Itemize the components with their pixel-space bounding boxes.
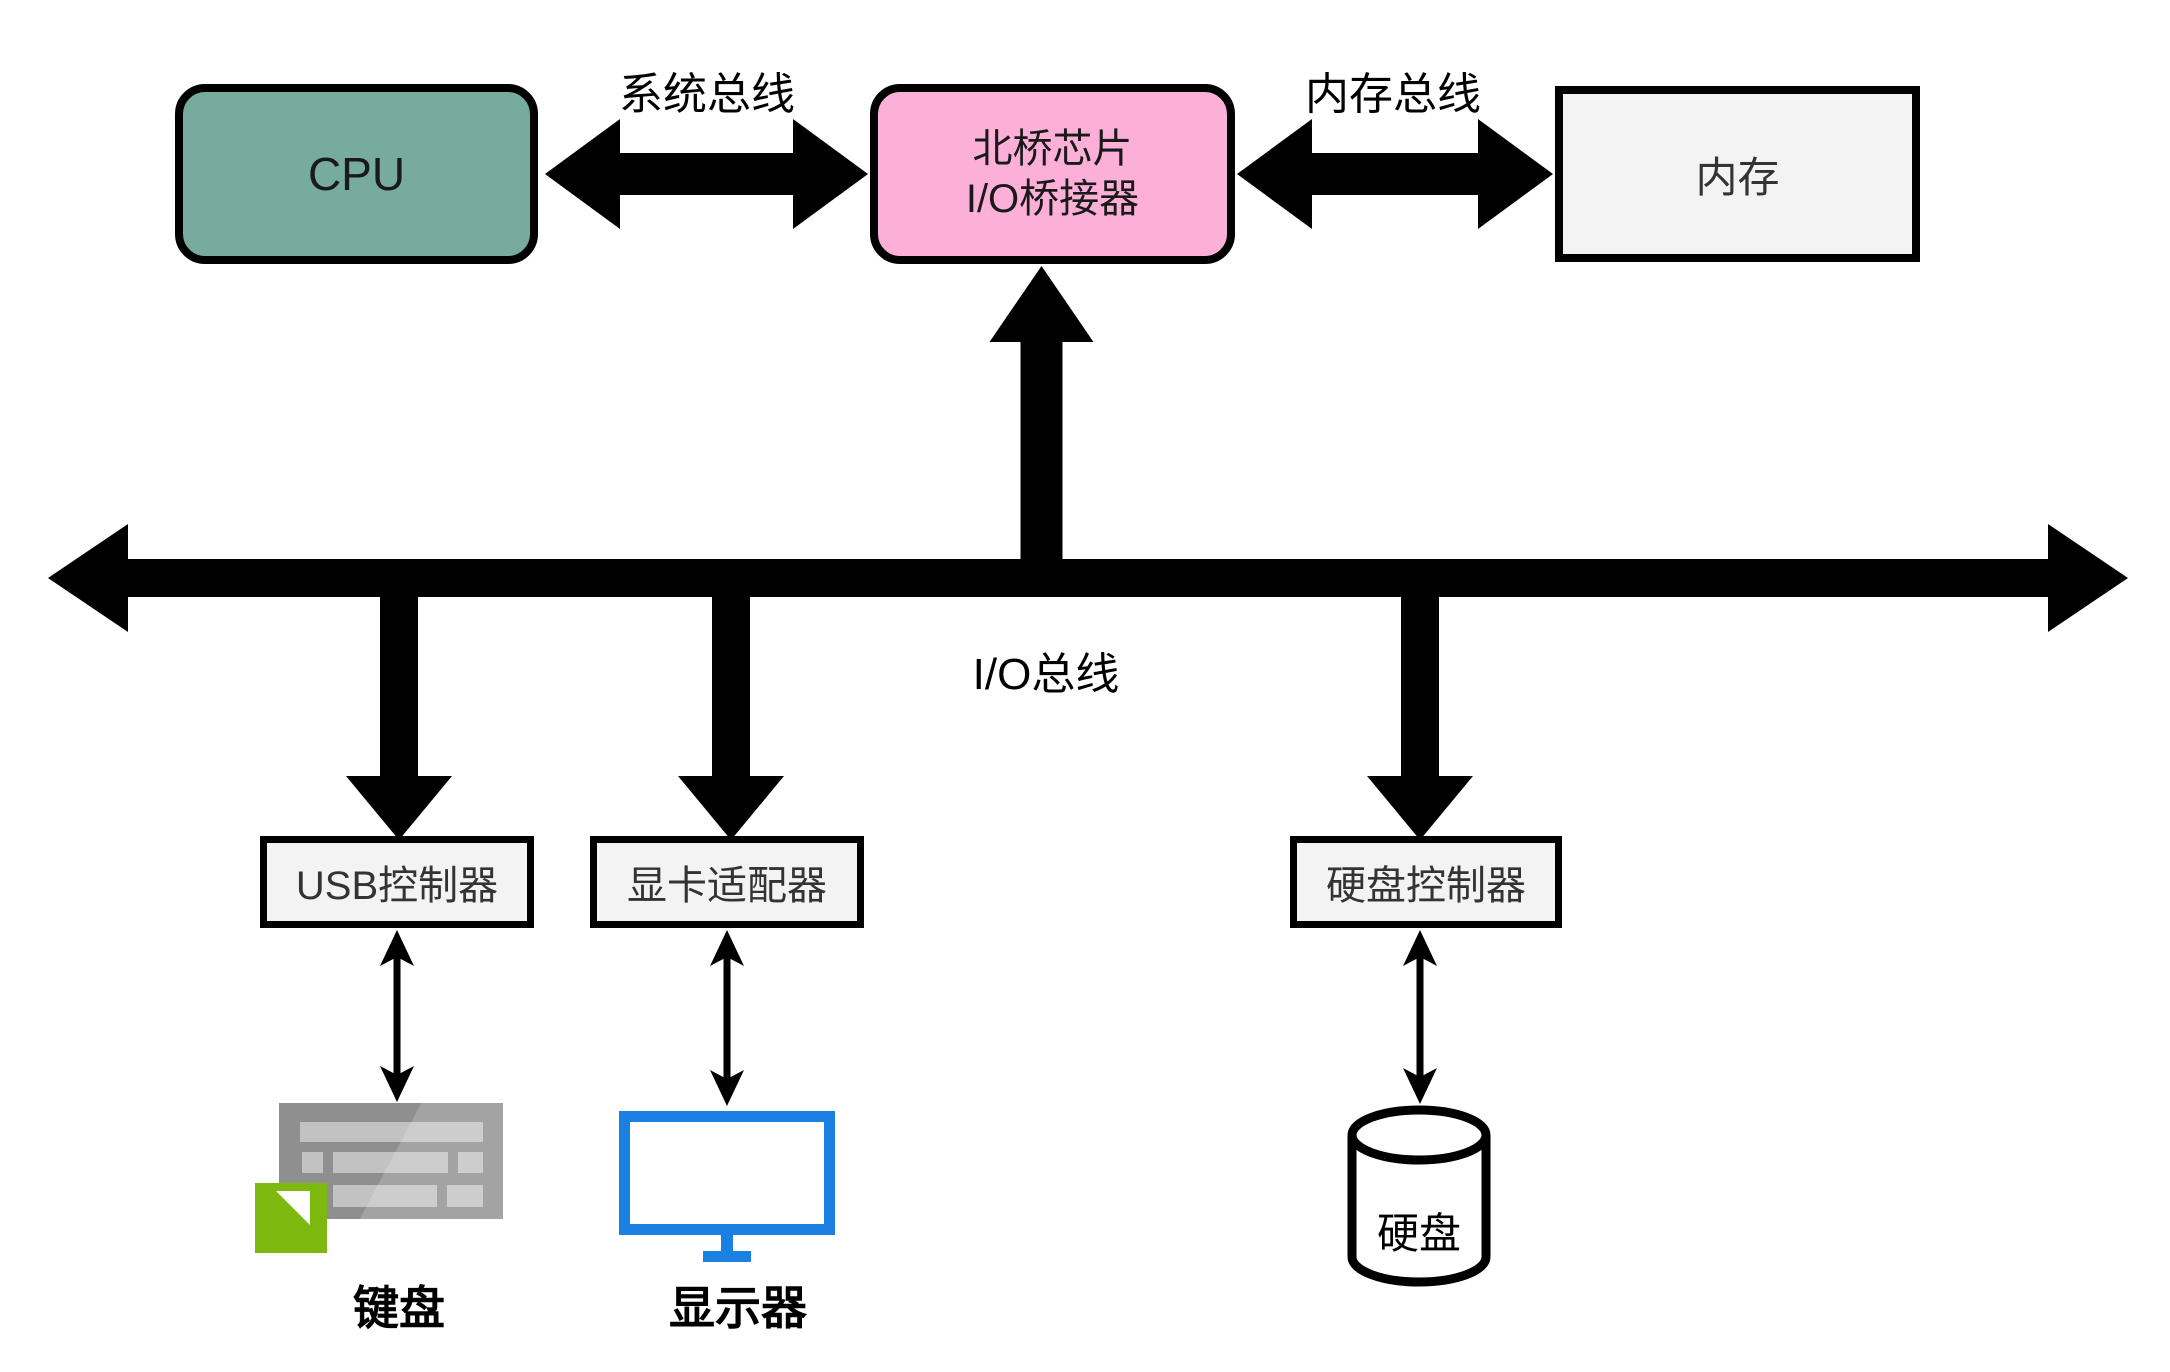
- northbridge-node: 北桥芯片 I/O桥接器: [870, 84, 1235, 264]
- gpu-adapter-node: 显卡适配器: [590, 836, 864, 928]
- io-bus-arrow: [48, 524, 2128, 632]
- disk-controller-disk-link-arrow: [1403, 930, 1437, 1104]
- memory-bus-label: 内存总线: [1305, 70, 1481, 119]
- usb-controller-node: USB控制器: [260, 836, 534, 928]
- disk-label: 硬盘: [1376, 1210, 1462, 1257]
- memory-label: 内存: [1695, 153, 1780, 201]
- disk-drop-arrow: [1367, 578, 1473, 840]
- northbridge-io-connector-arrow: [989, 266, 1094, 597]
- usb-controller-label: USB控制器: [295, 864, 499, 908]
- gpu-adapter-label: 显卡适配器: [627, 864, 827, 908]
- disk-controller-node: 硬盘控制器: [1290, 836, 1562, 928]
- gpu-monitor-link-arrow: [710, 930, 744, 1106]
- keyboard-key: [333, 1185, 437, 1207]
- northbridge-label-line1: 北桥芯片: [972, 127, 1133, 171]
- keyboard-label: 键盘: [353, 1282, 445, 1334]
- northbridge-label-line2: I/O桥接器: [965, 177, 1140, 221]
- keyboard-key: [302, 1152, 323, 1173]
- gpu-drop-arrow: [678, 578, 784, 840]
- monitor-stand-stem: [721, 1233, 733, 1255]
- cpu-node: CPU: [175, 84, 538, 264]
- memory-bus-arrow: [1237, 119, 1553, 229]
- keyboard-icon: [279, 1103, 503, 1219]
- disk-controller-label: 硬盘控制器: [1326, 864, 1526, 908]
- monitor-icon: [619, 1111, 835, 1235]
- monitor-label: 显示器: [669, 1282, 807, 1334]
- system-bus-label: 系统总线: [619, 70, 795, 119]
- usb-drop-arrow: [346, 578, 452, 840]
- monitor-stand-base: [703, 1251, 751, 1262]
- keyboard-key: [300, 1122, 483, 1142]
- io-bus-label: I/O总线: [972, 650, 1120, 699]
- disk-cylinder-icon: [1347, 1105, 1491, 1287]
- keyboard-key: [333, 1152, 448, 1173]
- cpu-label: CPU: [307, 148, 406, 200]
- keyboard-key: [458, 1152, 483, 1173]
- usb-keyboard-link-arrow: [380, 930, 414, 1102]
- keyboard-badge-icon: [255, 1183, 327, 1253]
- badge-triangle-icon: [276, 1191, 310, 1225]
- keyboard-key: [447, 1185, 483, 1207]
- system-bus-arrow: [545, 119, 868, 229]
- memory-node: 内存: [1555, 86, 1920, 262]
